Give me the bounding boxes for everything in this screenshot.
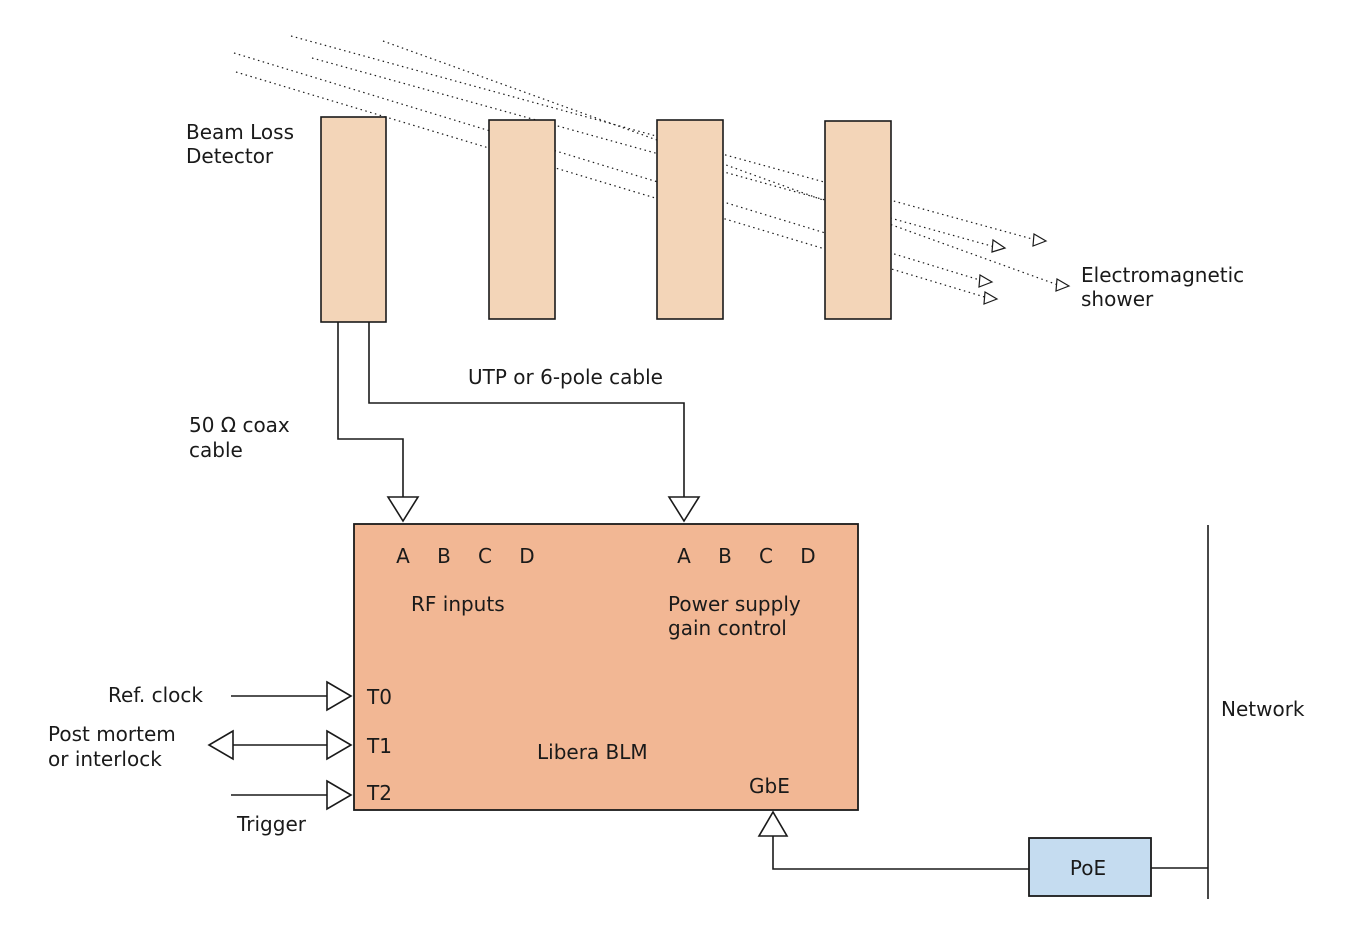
power-supply-label-line2: gain control (668, 616, 787, 640)
rf-port-c: C (478, 544, 492, 568)
shower-ray (311, 57, 996, 248)
shower-label-line2: shower (1081, 287, 1154, 311)
shower-ray-arrowhead (991, 238, 1007, 253)
detector-label-line1: Beam Loss (186, 120, 294, 144)
shower-ray-arrowhead (1055, 278, 1071, 292)
coax-cable-arrowhead (386, 496, 420, 523)
t0-port-label: T0 (366, 685, 392, 709)
coax-cable (337, 322, 404, 497)
t2-input-arrowhead (326, 779, 353, 811)
ps-port-c: C (759, 544, 773, 568)
trigger-label: Trigger (236, 812, 307, 836)
rf-port-a: A (396, 544, 410, 568)
coax-cable-label-line1: 50 Ω coax (189, 413, 290, 437)
detector-block (656, 119, 724, 320)
detector-block (488, 119, 556, 320)
utp-cable (368, 322, 685, 497)
shower-ray-arrowhead (983, 291, 999, 305)
shower-ray (235, 71, 989, 299)
ref-clock-label: Ref. clock (108, 683, 203, 707)
libera-blm-label: Libera BLM (537, 740, 648, 764)
rf-inputs-label: RF inputs (411, 592, 505, 616)
t1-port-label: T1 (366, 734, 392, 758)
post-mortem-label-line1: Post mortem (48, 722, 176, 746)
shower-ray (233, 52, 984, 282)
network-label: Network (1221, 697, 1305, 721)
utp-cable-label: UTP or 6-pole cable (468, 365, 663, 389)
gbe-port-label: GbE (749, 774, 790, 798)
shower-ray-arrowhead (978, 274, 994, 288)
utp-cable-arrowhead (667, 496, 701, 523)
poe-label: PoE (1070, 856, 1106, 880)
rf-port-d: D (519, 544, 534, 568)
gbe-cable (772, 836, 1029, 870)
libera-blm-box (353, 523, 859, 811)
t1-input-arrowhead (326, 729, 353, 761)
poe-box (1028, 837, 1152, 897)
beam-loss-detector (320, 116, 387, 323)
shower-label-line1: Electromagnetic (1081, 263, 1244, 287)
ps-port-d: D (800, 544, 815, 568)
post-mortem-label-line2: or interlock (48, 747, 162, 771)
ps-port-a: A (677, 544, 691, 568)
detector-label-line2: Detector (186, 144, 274, 168)
detector-block (824, 120, 892, 320)
t0-input-arrowhead (326, 680, 353, 712)
shower-ray-arrowhead (1032, 233, 1048, 247)
t1-output-arrowhead (207, 729, 234, 761)
rf-port-b: B (437, 544, 451, 568)
coax-cable-label-line2: cable (189, 438, 243, 462)
gbe-input-arrowhead (757, 810, 789, 837)
t2-port-label: T2 (366, 781, 392, 805)
power-supply-label-line1: Power supply (668, 592, 801, 616)
ps-port-b: B (718, 544, 732, 568)
